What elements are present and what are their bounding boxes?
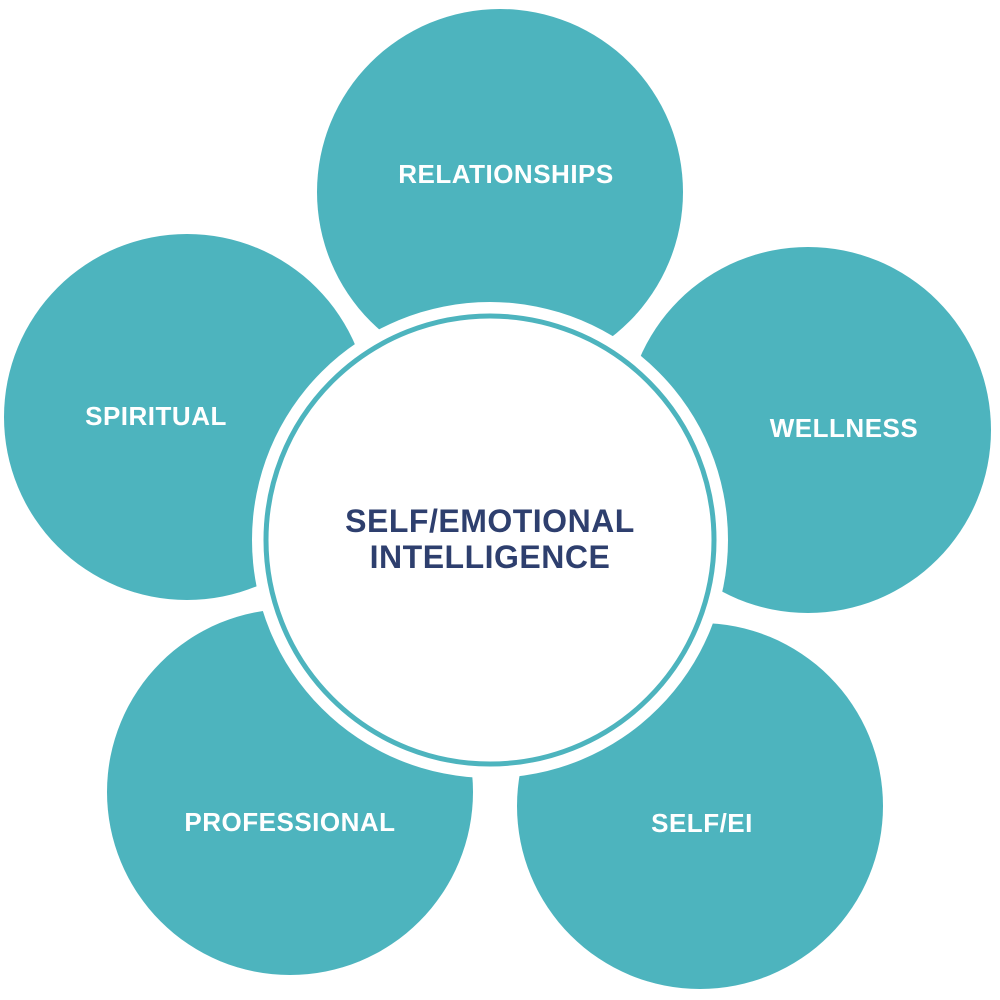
petal-label-wellness: WELLNESS (770, 413, 918, 443)
petal-label-self-ei: SELF/EI (651, 808, 753, 838)
petal-label-professional: PROFESSIONAL (184, 807, 395, 837)
petal-label-relationships: RELATIONSHIPS (398, 159, 613, 189)
center-title-line1: SELF/EMOTIONAL (345, 503, 635, 539)
center-circle (272, 322, 708, 758)
petal-relationships (317, 9, 683, 375)
center-title-line2: INTELLIGENCE (370, 539, 611, 575)
petal-label-spiritual: SPIRITUAL (85, 401, 227, 431)
center-ring (263, 313, 717, 767)
